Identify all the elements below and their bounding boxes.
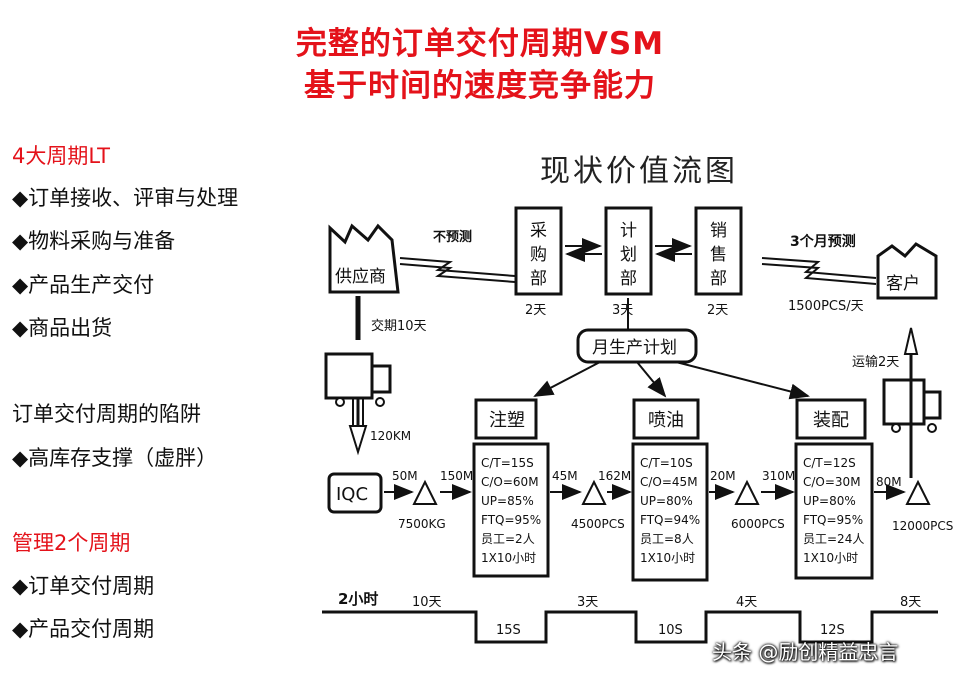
supplier-distance-label: 120KM [370,429,411,443]
inventory-triangle-icon [412,479,438,505]
svg-text:喷油: 喷油 [648,410,684,431]
svg-text:销: 销 [710,221,727,241]
inventory-label: 12000PCS [892,519,953,533]
process-injection: 注塑 C/T=15S C/O=60M UP=85% FTQ=95% 员工=2人 … [472,398,550,578]
customer-transport-label: 运输2天 [852,354,899,370]
svg-text:员工=24人: 员工=24人 [803,532,864,546]
section-title-lt: 4大周期LT [12,144,110,168]
timeline-label: 2小时 [338,590,378,608]
svg-text:UP=85%: UP=85% [481,494,534,508]
distance-label: 20M [710,469,736,483]
timeline-label: 15S [496,623,521,638]
diagram-title: 现状价值流图 [540,154,738,189]
svg-text:UP=80%: UP=80% [803,494,856,508]
svg-text:员工=2人: 员工=2人 [481,532,535,546]
svg-text:C/O=60M: C/O=60M [481,475,539,489]
svg-text:FTQ=94%: FTQ=94% [640,513,700,527]
lightning-customer-icon [761,257,877,285]
distance-label: 310M [762,469,795,483]
no-forecast-label: 不预测 [433,229,472,245]
svg-text:售: 售 [710,245,727,265]
svg-text:划: 划 [620,245,637,265]
supplier-factory-icon: 供应商 [328,223,400,294]
svg-text:C/T=15S: C/T=15S [481,456,534,470]
inventory-label: 4500PCS [571,517,625,531]
svg-text:C/T=10S: C/T=10S [640,456,693,470]
section-title-trap: 订单交付周期的陷阱 [12,402,201,426]
timeline-label: 10S [658,623,683,638]
list-item: ◆产品生产交付 [12,273,155,297]
svg-text:FTQ=95%: FTQ=95% [481,513,541,527]
planning-days: 3天 [612,303,633,318]
svg-text:1X10小时: 1X10小时 [640,551,695,565]
header-line-2: 基于时间的速度竞争能力 [304,68,656,104]
svg-text:C/O=45M: C/O=45M [640,475,698,489]
svg-text:UP=80%: UP=80% [640,494,693,508]
timeline-label: 4天 [736,595,757,610]
customer-truck-icon [882,378,942,433]
distance-label: 150M [440,469,473,483]
list-item: ◆物料采购与准备 [12,229,176,253]
lightning-supplier-icon [399,257,516,283]
svg-text:注塑: 注塑 [489,410,525,431]
svg-text:FTQ=95%: FTQ=95% [803,513,863,527]
timeline-label: 10天 [412,595,442,610]
dept-arrows [565,238,692,262]
purchase-dept-box: 采 购 部 [514,206,563,296]
list-item: ◆高库存支撑（虚胖） [12,446,218,470]
process-assembly: 装配 C/T=12S C/O=30M UP=80% FTQ=95% 员工=24人… [794,398,874,580]
svg-text:1X10小时: 1X10小时 [803,551,858,565]
inventory-label: 6000PCS [731,517,785,531]
svg-text:部: 部 [530,269,547,289]
header-line-1: 完整的订单交付周期VSM [295,26,665,62]
timeline-label: 8天 [900,595,921,610]
distance-label: 50M [392,469,418,483]
process-spray: 喷油 C/T=10S C/O=45M UP=80% FTQ=94% 员工=8人 … [631,398,709,582]
distance-label: 45M [552,469,578,483]
material-flow [384,479,931,505]
planning-dept-box: 计 划 部 [604,206,653,296]
svg-text:购: 购 [530,245,547,265]
customer-label: 客户 [886,274,920,294]
timeline-label: 3天 [577,595,598,610]
forecast-label: 3个月预测 [790,233,856,250]
list-item: ◆商品出货 [12,316,113,340]
purchase-days: 2天 [525,303,546,318]
sales-dept-box: 销 售 部 [694,206,743,296]
inventory-triangle-icon [581,479,607,505]
demand-label: 1500PCS/天 [788,299,864,314]
svg-text:部: 部 [710,269,727,289]
sales-days: 2天 [707,303,728,318]
svg-text:1X10小时: 1X10小时 [481,551,536,565]
list-item: ◆订单交付周期 [12,574,155,598]
svg-text:部: 部 [620,269,637,289]
iqc-label: IQC [336,484,368,505]
iqc-box [327,472,383,514]
svg-text:计: 计 [620,221,637,241]
svg-text:C/O=30M: C/O=30M [803,475,861,489]
timeline [322,610,938,644]
supplier-delivery-label: 交期10天 [371,318,427,334]
svg-text:采: 采 [530,221,547,241]
supplier-label: 供应商 [335,267,386,287]
svg-text:C/T=12S: C/T=12S [803,456,856,470]
distance-label: 80M [876,475,902,489]
inventory-triangle-icon [905,479,931,505]
distance-label: 162M [598,469,631,483]
section-title-manage: 管理2个周期 [12,531,131,555]
inventory-label: 7500KG [398,517,446,531]
timeline-label: 12S [820,623,845,638]
supplier-truck-icon [324,352,392,407]
list-item: ◆产品交付周期 [12,617,155,641]
customer-factory-icon: 客户 [876,242,938,300]
svg-text:员工=8人: 员工=8人 [640,532,694,546]
list-item: ◆订单接收、评审与处理 [12,186,239,210]
monthly-plan-label: 月生产计划 [592,338,677,358]
inventory-triangle-icon [734,479,760,505]
svg-text:装配: 装配 [813,410,849,431]
watermark: 头条 @励创精益忠言 [712,640,899,664]
